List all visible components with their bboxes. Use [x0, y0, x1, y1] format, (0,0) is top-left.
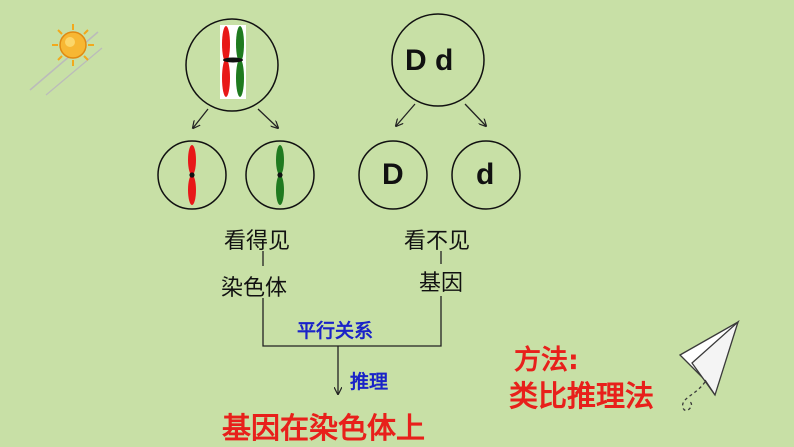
daughter-cell-red-chromosome: [157, 140, 227, 210]
paper-plane-icon: [678, 319, 740, 412]
sun-icon: [29, 24, 103, 96]
label-chromosome: 染色体: [221, 276, 288, 301]
label-gene: 基因: [419, 271, 464, 296]
method-heading: 方法:: [514, 345, 579, 376]
parent-cell-genes: [391, 13, 485, 107]
label-visible: 看得见: [224, 229, 291, 254]
parent-gene-pair: D d: [405, 44, 454, 77]
gene-letter-D: D: [382, 158, 404, 191]
label-reasoning: 推理: [350, 371, 389, 393]
conclusion-text: 基因在染色体上: [222, 411, 426, 445]
method-name: 类比推理法: [509, 379, 655, 413]
parent-cell-chromosomes: [185, 18, 279, 112]
daughter-cell-green-chromosome: [245, 140, 315, 210]
label-parallel-relation: 平行关系: [297, 320, 374, 342]
connector-lines: [262, 251, 442, 394]
label-invisible: 看不见: [404, 229, 471, 254]
daughter-cell-gene-d-recessive: [451, 140, 521, 210]
daughter-cell-gene-d-dominant: [358, 140, 428, 210]
gene-letter-d: d: [476, 158, 495, 191]
division-arrows: [193, 103, 486, 128]
